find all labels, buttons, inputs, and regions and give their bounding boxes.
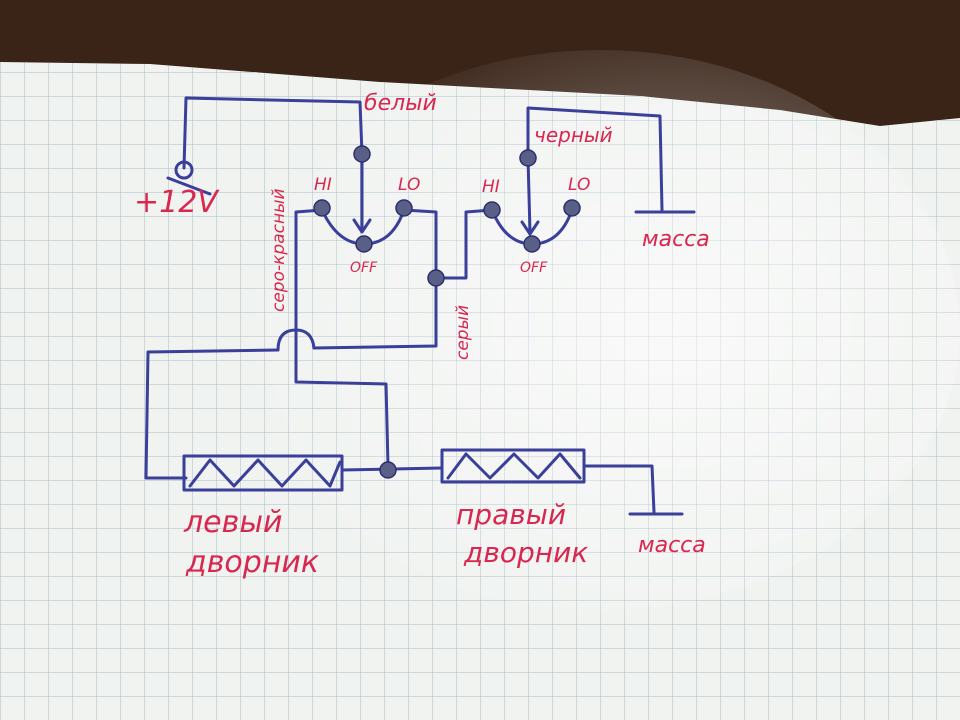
label-right-wiper-line1: правый	[456, 498, 566, 531]
label-wire-white: белый	[364, 91, 437, 116]
right-wiper-motor	[440, 448, 586, 484]
right-wiper-zigzag	[446, 452, 582, 480]
terminal-white	[353, 145, 371, 163]
switch-left-off: OFF	[350, 260, 378, 276]
power-terminal-slash	[166, 176, 212, 196]
wires	[144, 96, 696, 516]
switch-right-labels: HI LO OFF	[482, 175, 590, 276]
right-wiper-body	[440, 448, 586, 484]
switch-right-hi: HI	[482, 177, 500, 197]
wire-left-lo	[402, 208, 438, 280]
terminal-right-off	[523, 235, 541, 253]
wire-gray	[312, 276, 438, 350]
switch-left-hi: HI	[314, 175, 332, 195]
left-wiper-zigzag	[188, 458, 342, 488]
power-terminal	[174, 160, 194, 180]
switch-left-lo: LO	[398, 175, 420, 195]
wire-black-to-wiper-right	[526, 156, 532, 234]
wire-black-arrow	[520, 220, 540, 236]
label-wire-black: черный	[534, 123, 613, 147]
label-left-wiper-line2: дворник	[185, 545, 319, 580]
terminal-right-lo	[563, 199, 581, 217]
wire-black	[526, 106, 664, 212]
terminal-left-hi	[313, 199, 331, 217]
label-power: +12V	[134, 185, 220, 220]
light-glare	[240, 50, 960, 610]
terminals	[174, 145, 581, 479]
terminal-left-lo	[395, 199, 413, 217]
terminal-left-off	[355, 235, 373, 253]
wire-white-arrow	[352, 218, 372, 234]
label-wire-gray: серый	[453, 305, 473, 360]
switch-right-lo: LO	[568, 175, 590, 195]
left-wiper-motor	[182, 454, 344, 492]
switch-right-off: OFF	[520, 260, 548, 276]
label-left-wiper-line1: левый	[183, 505, 283, 540]
wire-gray-to-left-wiper	[144, 348, 280, 480]
wire-power-top	[182, 96, 364, 170]
label-right-wiper-line2: дворник	[463, 536, 588, 569]
label-wire-gray-red: серо-красный	[269, 188, 289, 312]
left-wiper-body	[182, 454, 344, 492]
terminal-right-hi	[483, 201, 501, 219]
red-labels: +12V белый черный масса масса серо-красн…	[134, 91, 710, 580]
terminal-junction	[427, 269, 445, 287]
terminal-black	[519, 149, 537, 167]
label-ground-top: масса	[642, 227, 710, 252]
wire-right-wiper-to-ground	[582, 464, 656, 514]
label-ground-bottom: масса	[638, 533, 706, 558]
switch-left-labels: HI LO OFF	[314, 175, 420, 276]
terminal-between-wipers	[379, 461, 397, 479]
wire-gray-red	[294, 208, 390, 468]
wire-junction-to-right-hi	[434, 208, 494, 280]
